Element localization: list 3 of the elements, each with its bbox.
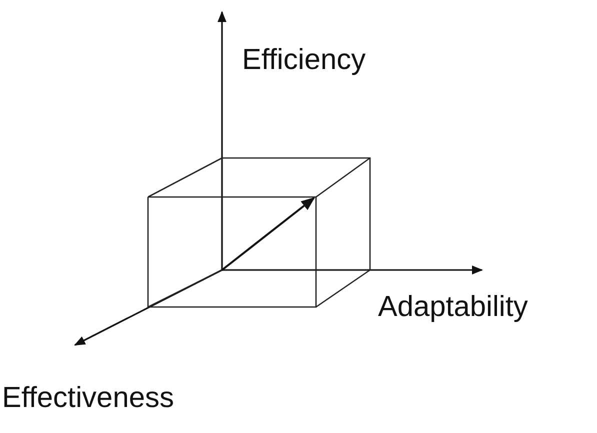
axis-label: Adaptability: [378, 293, 528, 322]
axis-label: Effectiveness: [2, 384, 174, 413]
axis-label: Efficiency: [242, 46, 366, 75]
